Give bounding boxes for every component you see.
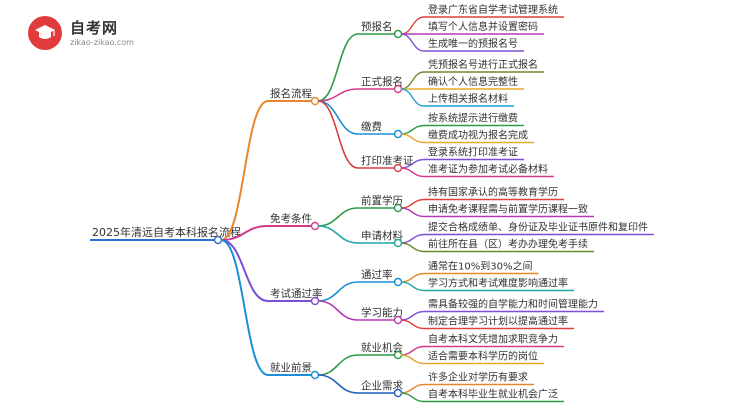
- branch-label: 考试通过率: [270, 287, 323, 300]
- leaf-label: 制定合理学习计划以提高通过率: [428, 315, 568, 328]
- subtopic-node: [393, 29, 403, 39]
- branch-label: 免考条件: [270, 212, 312, 225]
- subtopic-node: [393, 163, 403, 173]
- leaf-label: 准考证为参加考试必备材料: [428, 163, 548, 176]
- leaf-label: 登录广东省自学考试管理系统: [428, 3, 558, 16]
- branch-node: [310, 370, 320, 380]
- leaf-label: 缴费成功视为报名完成: [428, 129, 528, 142]
- branch-node: [310, 296, 320, 306]
- subtopic-label: 申请材料: [361, 229, 403, 242]
- logo-subtitle: zikao-zikao.com: [70, 38, 134, 47]
- site-logo[interactable]: 自考网 zikao-zikao.com: [28, 16, 198, 52]
- branch-label: 就业前景: [270, 361, 312, 374]
- subtopic-label: 企业需求: [361, 379, 403, 392]
- root-topic: 2025年清远自考本科报名流程: [92, 225, 241, 239]
- branch-node: [310, 221, 320, 231]
- leaf-label: 按系统提示进行缴费: [428, 112, 518, 125]
- subtopic-label: 正式报名: [361, 75, 403, 88]
- leaf-label: 登录系统打印准考证: [428, 146, 518, 159]
- subtopic-label: 就业机会: [361, 341, 403, 354]
- leaf-label: 许多企业对学历有要求: [428, 371, 528, 384]
- leaf-label: 自考本科文凭增加求职竞争力: [428, 333, 558, 346]
- root-node: [213, 235, 223, 245]
- leaf-label: 填写个人信息并设置密码: [428, 20, 538, 33]
- branch-node: [310, 96, 320, 106]
- leaf-label: 生成唯一的预报名号: [428, 37, 518, 50]
- leaf-label: 前往所在县（区）考办办理免考手续: [428, 238, 588, 251]
- leaf-label: 通常在10%到30%之间: [428, 260, 532, 273]
- subtopic-node: [393, 84, 403, 94]
- leaf-label: 申请免考课程需与前置学历课程一致: [428, 203, 588, 216]
- subtopic-node: [393, 350, 403, 360]
- subtopic-label: 通过率: [361, 268, 393, 281]
- leaf-label: 上传相关报名材料: [428, 92, 508, 105]
- subtopic-label: 预报名: [361, 20, 393, 33]
- subtopic-node: [393, 238, 403, 248]
- subtopic-node: [393, 203, 403, 213]
- leaf-label: 学习方式和考试难度影响通过率: [428, 277, 568, 290]
- leaf-label: 自考本科毕业生就业机会广泛: [428, 388, 558, 401]
- leaf-label: 凭预报名号进行正式报名: [428, 58, 538, 71]
- subtopic-label: 前置学历: [361, 194, 403, 207]
- subtopic-label: 缴费: [361, 120, 382, 133]
- leaf-label: 确认个人信息完整性: [428, 75, 518, 88]
- subtopic-node: [393, 315, 403, 325]
- branch-label: 报名流程: [270, 87, 312, 100]
- subtopic-label: 学习能力: [361, 306, 403, 319]
- leaf-label: 持有国家承认的高等教育学历: [428, 186, 558, 199]
- subtopic-node: [393, 388, 403, 398]
- leaf-label: 提交合格成绩单、身份证及毕业证书原件和复印件: [428, 221, 648, 234]
- logo-title: 自考网: [70, 19, 119, 37]
- graduation-cap-icon: [28, 16, 62, 50]
- subtopic-node: [393, 277, 403, 287]
- leaf-label: 需具备较强的自学能力和时间管理能力: [428, 298, 598, 311]
- subtopic-node: [393, 129, 403, 139]
- subtopic-label: 打印准考证: [361, 154, 414, 167]
- leaf-label: 适合需要本科学历的岗位: [428, 350, 538, 363]
